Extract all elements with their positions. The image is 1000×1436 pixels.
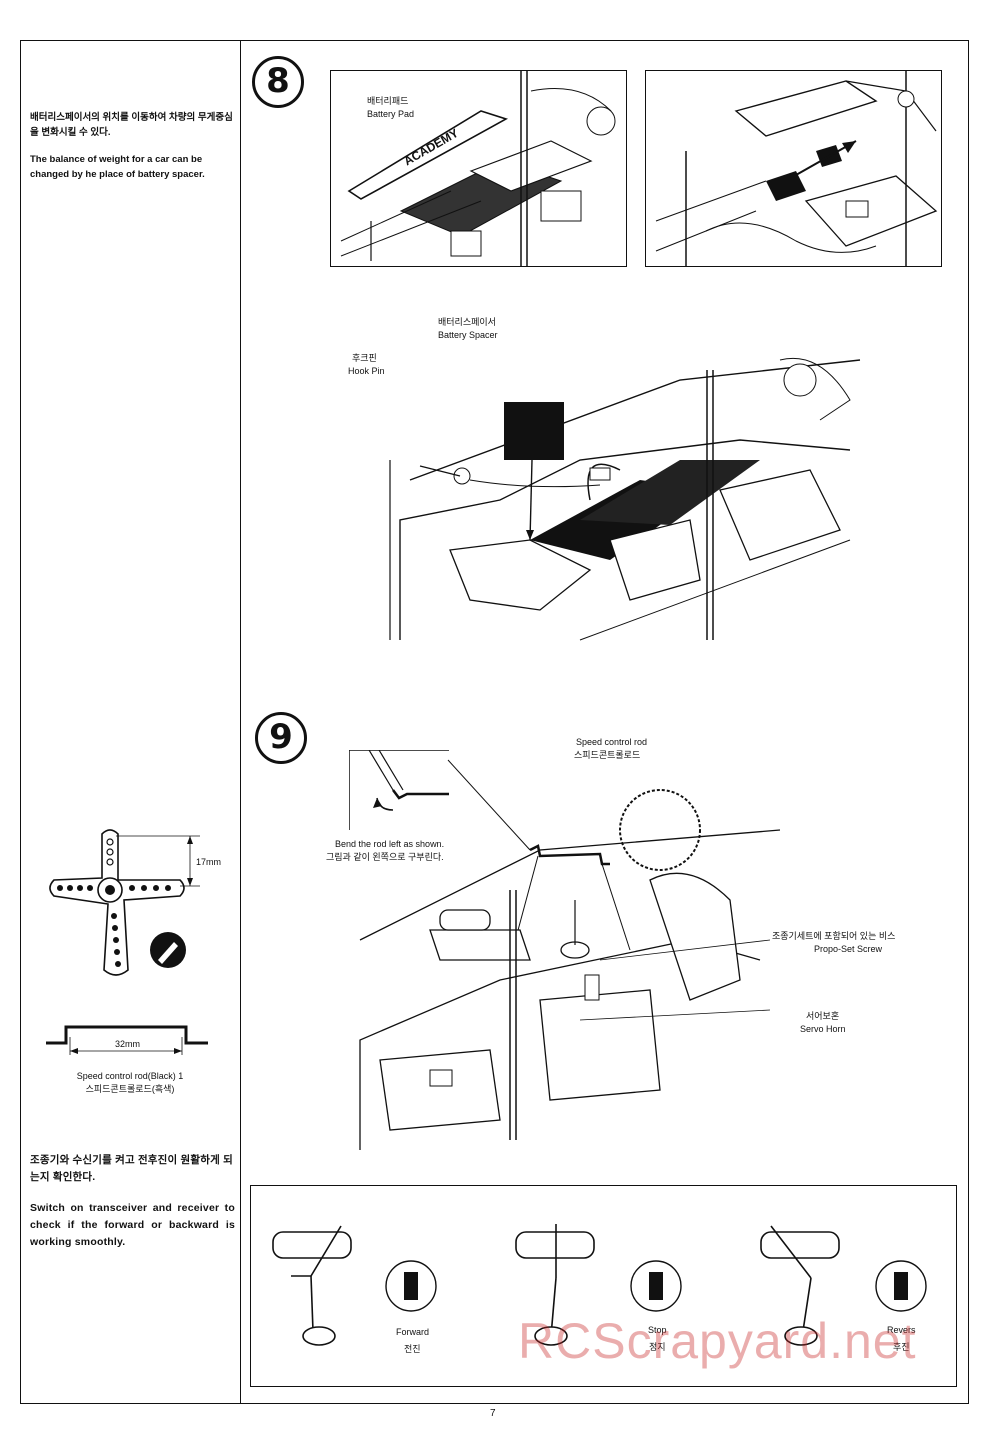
- propo-screw-label-en: Propo-Set Screw: [814, 944, 883, 954]
- throttle-position-box: Forward 전진 Stop 정지 Revers 후진: [250, 1185, 957, 1387]
- forward-linkage-drawing: [272, 1225, 437, 1346]
- speed-rod-label-en: Speed control rod: [576, 737, 648, 747]
- battery-spacer-label-ko: 배터리스페이서: [438, 317, 496, 327]
- rod-label-en: Speed control rod(Black) 1: [76, 1071, 184, 1081]
- step-9-servo-illustration: [359, 759, 781, 1150]
- rod-label-ko: 스피드콘트롤로드(흑색): [85, 1084, 175, 1094]
- rod-dimension-label: 32mm: [115, 1039, 141, 1049]
- servo-horn-diagram: [49, 829, 200, 976]
- step-8-battery-spacer-illustration: [389, 357, 861, 641]
- step-8-number: 8: [252, 56, 304, 108]
- check-note-ko: 조종기와 수신기를 켜고 전후진이 원활하게 되는지 확인한다.: [30, 1154, 233, 1183]
- battery-pad-label-en: Battery Pad: [367, 109, 415, 119]
- bend-instruction-en: Bend the rod left as shown.: [335, 839, 445, 849]
- step-9-number: 9: [255, 712, 307, 764]
- servo-horn-label-en: Servo Horn: [800, 1024, 846, 1034]
- stop-linkage-drawing: [515, 1224, 682, 1346]
- servo-horn-label-ko: 서어보혼: [806, 1011, 840, 1021]
- page-number: 7: [490, 1408, 496, 1419]
- forward-label-en: Forward: [396, 1327, 430, 1337]
- reverse-label-ko: 후진: [893, 1342, 910, 1352]
- speed-rod-label-ko: 스피드콘트롤로드: [574, 750, 641, 760]
- stop-label-en: Stop: [648, 1325, 667, 1335]
- reverse-label-en: Revers: [887, 1325, 916, 1335]
- battery-pad-label-ko: 배터리패드: [367, 96, 409, 106]
- weight-note-ko: 배터리스페이서의 위치를 이동하여 차량의 무게중심을 변화시킬 수 있다.: [30, 112, 233, 138]
- column-divider: [240, 40, 241, 1404]
- forward-label-ko: 전진: [404, 1344, 421, 1354]
- stop-label-ko: 정지: [649, 1342, 666, 1352]
- propo-screw-label-ko: 조종기세트에 포함되어 있는 비스: [772, 931, 896, 941]
- weight-note-en: The balance of weight for a car can be c…: [30, 154, 205, 180]
- step-8-connector-view: [645, 70, 942, 267]
- servo-dimension-label: 17mm: [196, 857, 222, 867]
- hook-pin-label-en: Hook Pin: [348, 366, 385, 376]
- bend-instruction-ko: 그림과 같이 왼쪽으로 구부린다.: [326, 852, 444, 862]
- reverse-linkage-drawing: [760, 1225, 927, 1346]
- hook-pin-label-ko: 후크핀: [352, 353, 377, 363]
- rod-bend-detail-box: [349, 750, 449, 830]
- battery-spacer-label-en: Battery Spacer: [438, 330, 498, 340]
- step-8-battery-pad-view: ACADEMY: [330, 70, 627, 267]
- watermark: RCScrapyard.net: [518, 1313, 917, 1369]
- speed-rod-diagram: [46, 1025, 208, 1055]
- check-note-en: Switch on transceiver and receiver to ch…: [30, 1202, 235, 1248]
- page-frame: [20, 40, 969, 1404]
